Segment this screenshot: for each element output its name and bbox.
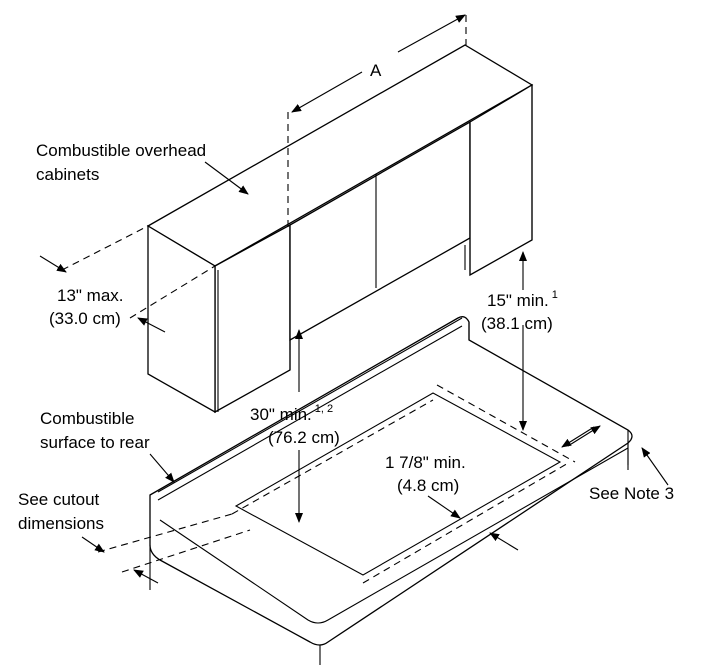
height-clearance-label-1: 30" min.1, 2 <box>250 403 333 424</box>
depth-max-callout: 13" max. (33.0 cm) <box>39 225 216 333</box>
cabinet-left-side <box>147 224 216 414</box>
cutout-dimensions-callout: See cutout dimensions <box>18 490 251 584</box>
side-clearance-label-2: (38.1 cm) <box>481 314 553 333</box>
backsplash-edge <box>157 317 463 501</box>
front-clearance-label-1: 1 7/8" min. <box>385 453 466 472</box>
see-cutout-label-1: See cutout <box>18 490 100 509</box>
rear-surface-label-1: Combustible <box>40 409 135 428</box>
height-clearance-callout: 30" min.1, 2 (76.2 cm) <box>250 329 340 523</box>
countertop <box>149 316 633 665</box>
overhead-cabinets-label-2: cabinets <box>36 165 99 184</box>
side-clearance-label-1: 15" min.1 <box>487 289 558 310</box>
rear-surface-callout: Combustible surface to rear <box>40 409 175 483</box>
front-clearance-label-2: (4.8 cm) <box>397 476 459 495</box>
overhead-cabinets-label-1: Combustible overhead <box>36 141 206 160</box>
rear-surface-label-2: surface to rear <box>40 433 150 452</box>
side-clearance-sup: 1 <box>552 289 558 301</box>
depth-max-label-2: (33.0 cm) <box>49 309 121 328</box>
height-clearance-label-2: (76.2 cm) <box>268 428 340 447</box>
overhead-cabinets <box>146 44 534 414</box>
side-clearance-callout: 15" min.1 (38.1 cm) <box>481 251 558 431</box>
dimension-a-label: A <box>370 61 382 80</box>
see-note-3-label: See Note 3 <box>589 484 674 503</box>
note-3-callout: See Note 3 <box>561 425 674 503</box>
front-clearance-callout: 1 7/8" min. (4.8 cm) <box>385 453 519 551</box>
depth-max-label-1: 13" max. <box>57 286 124 305</box>
dimension-a: A <box>287 14 467 228</box>
height-clearance-sup: 1, 2 <box>315 403 333 415</box>
overhead-cabinets-callout: Combustible overhead cabinets <box>36 141 249 195</box>
see-cutout-label-2: dimensions <box>18 514 104 533</box>
countertop-front-edge <box>159 447 629 624</box>
cooktop-cutout <box>231 384 576 584</box>
